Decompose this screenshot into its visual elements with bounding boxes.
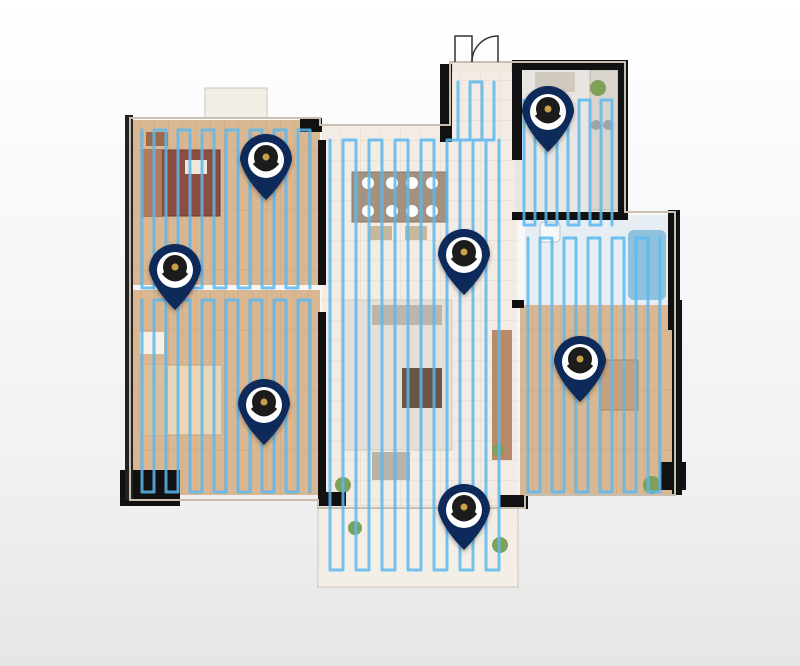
robot-vacuum-bumper xyxy=(450,511,478,522)
robot-vacuum-bumper xyxy=(250,406,278,417)
robot-vacuum-sensor xyxy=(460,503,468,511)
robot-vacuum-bumper xyxy=(566,363,594,374)
marker-bedroom-top xyxy=(240,134,292,200)
robot-vacuum-bumper xyxy=(161,271,189,282)
marker-kitchen xyxy=(522,86,574,152)
entry-door xyxy=(454,35,499,63)
robot-vacuum-sensor xyxy=(460,248,468,256)
robot-vacuum-bumper xyxy=(450,256,478,267)
marker-bedroom-bottom xyxy=(238,379,290,445)
outer-wall-outline xyxy=(129,61,676,509)
furniture xyxy=(139,69,666,553)
coverage-path-bedroom-bottom xyxy=(140,298,312,494)
marker-balcony xyxy=(438,484,490,550)
robot-markers xyxy=(149,86,606,550)
robot-vacuum-sensor xyxy=(576,355,584,363)
coverage-path-corridor xyxy=(456,80,496,142)
robot-vacuum-sensor xyxy=(260,398,268,406)
robot-vacuum-sensor xyxy=(171,263,179,271)
robot-vacuum-sensor xyxy=(544,105,552,113)
robot-vacuum-bumper xyxy=(534,113,562,124)
marker-bedroom-left xyxy=(149,244,201,310)
coverage-path-living xyxy=(328,138,501,572)
coverage-path-study xyxy=(526,236,662,494)
marker-study xyxy=(554,336,606,402)
marker-dining xyxy=(438,229,490,295)
robot-vacuum-bumper xyxy=(252,161,280,172)
room-study xyxy=(520,305,675,495)
coverage-paths xyxy=(140,80,662,572)
robot-vacuum-sensor xyxy=(262,153,270,161)
